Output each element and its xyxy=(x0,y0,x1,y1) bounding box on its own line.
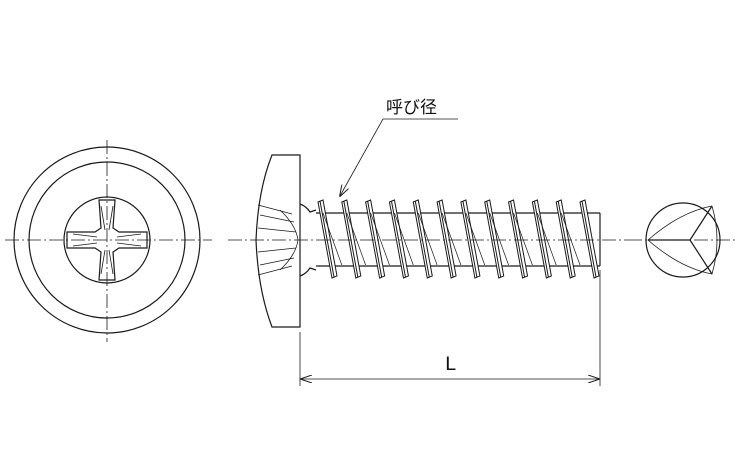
thread-flank xyxy=(394,212,414,266)
phillips-cross-recess xyxy=(66,199,148,281)
thread-flank xyxy=(370,212,390,266)
thread-crest xyxy=(484,199,505,279)
thread-crest xyxy=(317,199,338,279)
thread-crest xyxy=(460,199,481,279)
thread-crest xyxy=(412,199,433,279)
thread-flank xyxy=(513,212,533,266)
screw-side-view xyxy=(228,154,628,328)
thread-flank xyxy=(417,212,438,266)
nominal-diameter-callout: 呼び径 xyxy=(340,98,458,196)
thread-crest xyxy=(388,199,410,279)
thread-crest xyxy=(365,199,386,279)
leader-arrow xyxy=(340,118,384,196)
recess-detail xyxy=(72,205,142,275)
thread-flank xyxy=(322,212,343,266)
screw-end-view xyxy=(628,202,738,278)
head-recess-lines xyxy=(257,204,299,276)
thread-crest xyxy=(531,199,552,279)
screw-head xyxy=(255,154,301,328)
thread-flank xyxy=(441,212,462,266)
thread-crest xyxy=(507,199,529,279)
length-label: L xyxy=(445,353,456,375)
thread-flank xyxy=(346,212,366,266)
nominal-diameter-label: 呼び径 xyxy=(386,98,437,118)
thread-flank xyxy=(560,212,581,266)
thread-flank xyxy=(537,212,557,266)
thread-crest xyxy=(436,199,457,279)
thread-flank xyxy=(489,212,509,266)
length-dimension: L xyxy=(299,270,601,386)
thread-flank xyxy=(465,212,486,266)
thread-crest xyxy=(341,199,362,279)
threads xyxy=(317,199,600,279)
thread-crest xyxy=(555,199,576,279)
head-top-view xyxy=(5,140,212,342)
thread-crest xyxy=(579,199,600,279)
screw-neck xyxy=(299,203,317,277)
